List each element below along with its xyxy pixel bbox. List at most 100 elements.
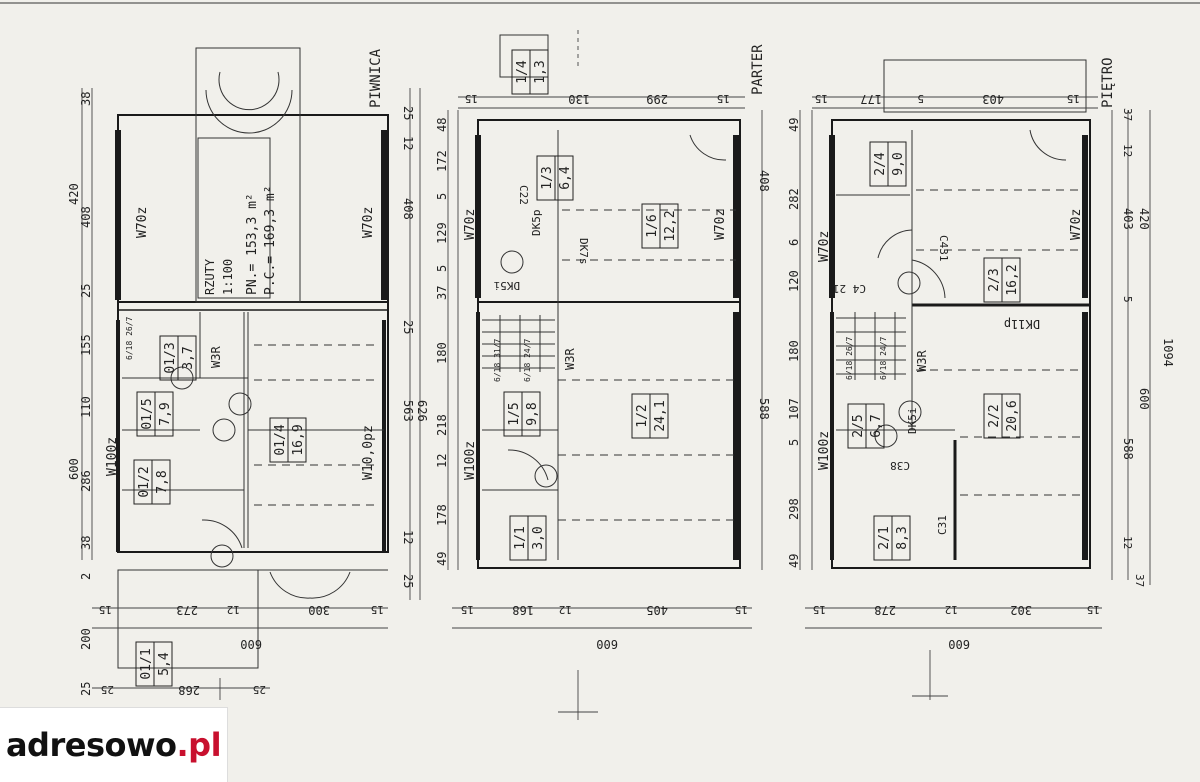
- wall-code: W3R: [915, 350, 929, 372]
- room-area: 16,2: [1005, 264, 1020, 295]
- dim-text: 1094: [1161, 338, 1175, 367]
- dim-text: 302: [1010, 603, 1032, 617]
- dim-text: 37: [435, 286, 449, 300]
- wall-code: W10,0pz: [361, 425, 376, 480]
- door-swing: [507, 449, 549, 481]
- dim-text: 38: [79, 536, 93, 550]
- wall-code: C38: [890, 459, 910, 472]
- column-symbol: [210, 544, 234, 568]
- dim-text: 403: [982, 92, 1004, 106]
- stair-mark: 6/18 26/7: [125, 316, 134, 360]
- dim-text: 420: [67, 183, 81, 205]
- dim-text: 178: [435, 504, 449, 526]
- wall-code: DK7s: [577, 238, 590, 265]
- dim-text: 180: [787, 340, 801, 362]
- dim-text: 5: [1121, 296, 1134, 303]
- room-area: 6,7: [869, 414, 884, 437]
- wall-code: DK11p: [1004, 317, 1040, 331]
- dim-text: 563: [401, 400, 415, 422]
- dim-text: 403: [1121, 208, 1135, 230]
- dim-text: 15: [465, 92, 478, 105]
- wall-code: DK5i: [494, 279, 521, 292]
- room-area: 9,8: [525, 402, 540, 425]
- dim-text: 12: [1121, 536, 1134, 549]
- wall-code: W70z: [1069, 209, 1084, 240]
- column-symbol: [170, 366, 194, 390]
- dim-text: 120: [787, 270, 801, 292]
- dim-text: 273: [176, 603, 198, 617]
- dim-text: 155: [79, 334, 93, 356]
- wall-code: C31: [936, 515, 949, 535]
- dim-text: 268: [178, 683, 200, 697]
- dim-text: 15: [813, 603, 826, 616]
- dim-text: 286: [79, 470, 93, 492]
- dim-text: 177: [860, 92, 882, 106]
- basement-terrace: [117, 569, 259, 669]
- rzuty-stamp: RZUTY 1:100 PN.= 153,3 m² P.C.= 169,3 m²: [197, 137, 278, 299]
- wall-code: W70z: [361, 207, 376, 238]
- stair-mark: 6/18 24/7: [879, 336, 888, 380]
- dim-text: 25: [253, 683, 266, 696]
- dim-text: 626: [415, 400, 429, 422]
- column-symbol: [897, 271, 921, 295]
- ground-stairs: [482, 315, 555, 372]
- label-piwnica: PIWNICA: [368, 48, 384, 108]
- dim-text: 420: [1137, 208, 1151, 230]
- dim-text: 600: [948, 637, 970, 651]
- door-swing: [1029, 129, 1067, 161]
- pc-area: P.C.= 169,3 m²: [263, 185, 278, 295]
- basement-spiral: [218, 71, 280, 111]
- room-number: 2/4: [873, 152, 888, 176]
- dim-text: 15: [461, 603, 474, 616]
- room-number: 01/2: [137, 466, 152, 497]
- dim-text: 168: [512, 603, 534, 617]
- wall-code: W70z: [135, 207, 150, 238]
- first-stairs: [836, 312, 906, 380]
- room-area: 7,8: [155, 470, 170, 493]
- dim-text: 298: [787, 498, 801, 520]
- first-dims: 49 282 6 120 180 107 5 298 49 15 177 5 4…: [787, 92, 1175, 651]
- room-number: 01/3: [163, 342, 178, 373]
- room-area: 6,4: [558, 166, 573, 190]
- dim-text: 218: [435, 414, 449, 436]
- dim-text: 25: [401, 320, 415, 334]
- room-number: 01/4: [273, 424, 288, 455]
- room-number: 2/1: [877, 526, 892, 549]
- room-area: 8,3: [895, 526, 910, 549]
- dim-text: 49: [787, 554, 801, 568]
- column-symbol: [228, 392, 252, 416]
- adresowo-logo[interactable]: adresowo.pl: [0, 707, 228, 782]
- door-swing: [201, 519, 243, 549]
- room-area: 24,1: [653, 400, 668, 431]
- door-swing: [689, 134, 727, 161]
- dim-text: 600: [596, 637, 618, 651]
- first-balcony: [883, 59, 1087, 113]
- dim-text: 12: [227, 603, 240, 616]
- dim-text: 25: [79, 682, 93, 696]
- wall-code: DK5i: [906, 408, 919, 435]
- dim-text: 588: [757, 398, 771, 420]
- dim-text: 25: [401, 574, 415, 588]
- room-number: 1/4: [515, 60, 530, 84]
- dim-text: 110: [79, 396, 93, 418]
- column-symbol: [534, 464, 558, 488]
- room-number: 1/3: [540, 166, 555, 189]
- room-number: 1/2: [635, 404, 650, 427]
- first-outline: [831, 119, 1091, 569]
- dim-text: 25: [79, 284, 93, 298]
- room-number: 01/1: [139, 648, 154, 679]
- ground-dims: 48 172 5 129 5 37 180 218 12 178 49 15 1…: [435, 92, 771, 651]
- room-number: 2/2: [987, 404, 1002, 427]
- stair-mark: 6/18 24/7: [523, 338, 532, 382]
- room-number: 1/6: [645, 214, 660, 237]
- dim-text: 408: [79, 206, 93, 228]
- wall-code: C22: [517, 185, 530, 205]
- logo-tld-text: .pl: [176, 726, 222, 764]
- basement-dims: 38 420 408 25 155 110 600 286 38 2 200 2…: [67, 92, 429, 697]
- room-area: 20,6: [1005, 400, 1020, 431]
